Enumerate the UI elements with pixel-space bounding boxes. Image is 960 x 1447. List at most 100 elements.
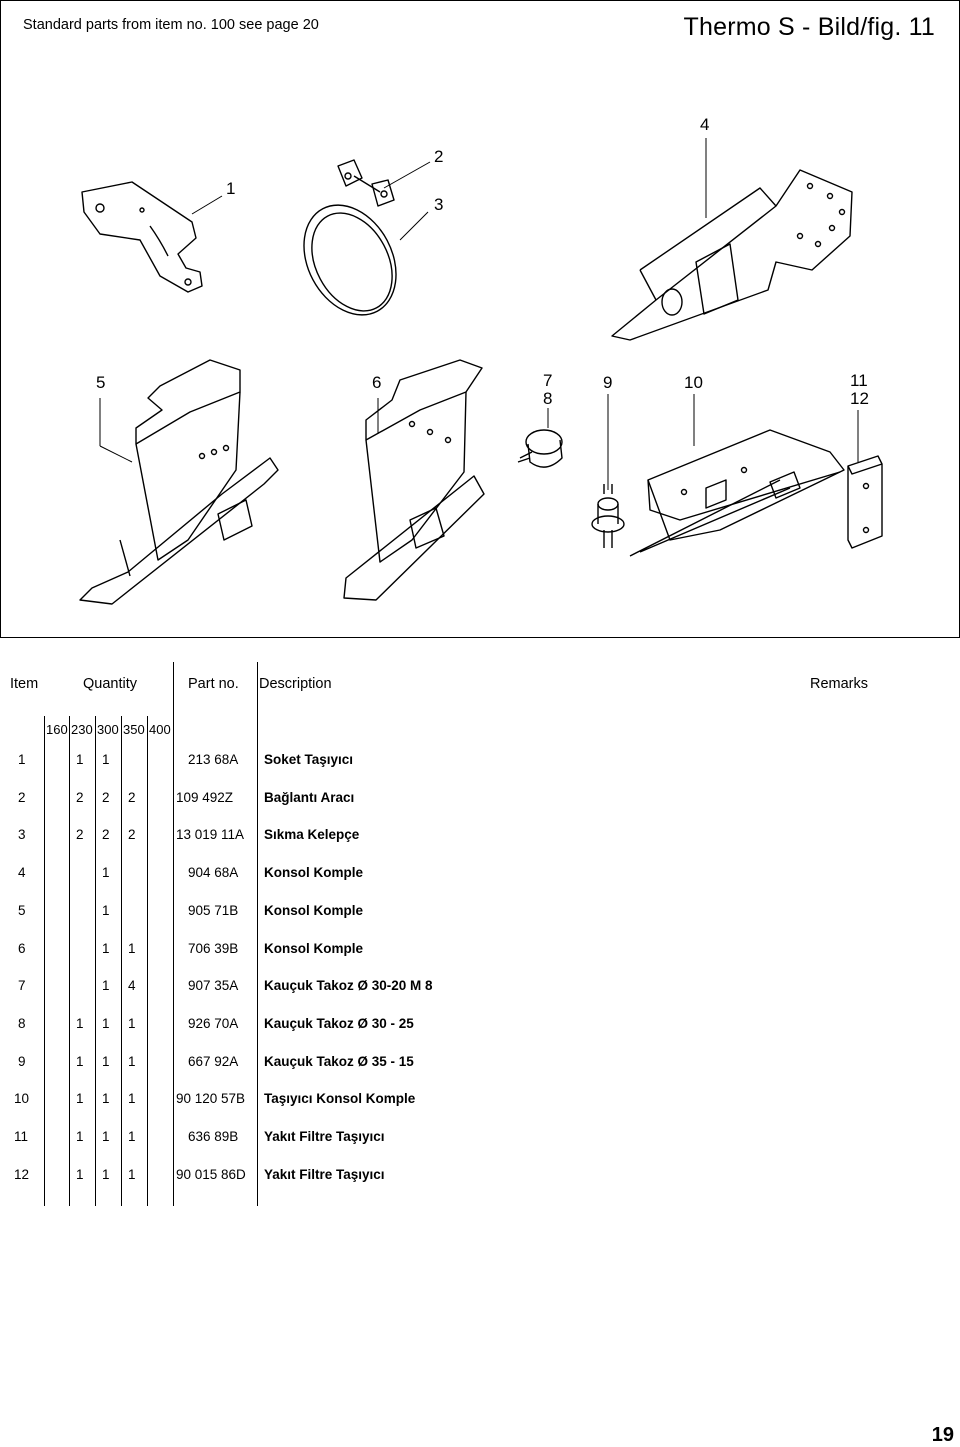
quantity-cell: 2 bbox=[76, 789, 84, 805]
quantity-cell: 2 bbox=[76, 827, 84, 843]
quantity-cell: 1 bbox=[102, 902, 110, 918]
quantity-cell: 1 bbox=[128, 1015, 136, 1031]
item-header: Item bbox=[10, 676, 39, 692]
item-number: 11 bbox=[14, 1129, 29, 1144]
description: Konsol Komple bbox=[264, 865, 364, 881]
quantity-header: Quantity bbox=[83, 676, 137, 692]
item-number: 7 bbox=[18, 978, 26, 994]
callout-4: 4 bbox=[700, 115, 709, 134]
part-1-socket-carrier bbox=[81, 181, 203, 293]
callout-12: 12 bbox=[850, 389, 869, 408]
part-number: 90 120 57B bbox=[176, 1091, 246, 1107]
part-number: 907 35A bbox=[188, 978, 239, 994]
item-number: 3 bbox=[18, 827, 26, 843]
quantity-cell: 1 bbox=[102, 940, 110, 956]
callout-9: 9 bbox=[603, 373, 612, 392]
description: Yakıt Filtre Taşıyıcı bbox=[264, 1166, 385, 1182]
callout-6: 6 bbox=[372, 373, 381, 392]
part-7-rubber-mount bbox=[517, 429, 563, 468]
description: Kauçuk Takoz Ø 30-20 M 8 bbox=[264, 978, 433, 994]
table-row: 12 1 1 1 90 015 86D Yakıt Filtre Taşıyıcı bbox=[0, 1153, 958, 1191]
description: Bağlantı Aracı bbox=[264, 789, 355, 805]
description-header: Description bbox=[259, 676, 332, 692]
figure-frame: Standard parts from item no. 100 see pag… bbox=[0, 0, 960, 638]
page-number: 19 bbox=[931, 1424, 954, 1446]
rule bbox=[147, 716, 148, 1206]
quantity-cell: 1 bbox=[102, 1166, 110, 1182]
quantity-cell: 1 bbox=[76, 1166, 84, 1182]
exploded-parts-drawing: 1 2 3 4 5 6 7 8 9 10 11 12 bbox=[79, 115, 883, 605]
quantity-cell: 4 bbox=[128, 978, 136, 994]
quantity-cell: 1 bbox=[128, 1166, 136, 1182]
part-no-header: Part no. bbox=[188, 676, 239, 692]
callout-7: 7 bbox=[543, 371, 552, 390]
item-number: 2 bbox=[18, 789, 26, 805]
leader-lines bbox=[99, 138, 859, 490]
standard-parts-note: Standard parts from item no. 100 see pag… bbox=[23, 17, 319, 33]
quantity-cell: 1 bbox=[102, 865, 110, 881]
quantity-cell: 1 bbox=[128, 1053, 136, 1069]
quantity-cell: 2 bbox=[102, 789, 110, 805]
quantity-cell: 1 bbox=[128, 1129, 136, 1144]
description: Kauçuk Takoz Ø 30 - 25 bbox=[264, 1015, 414, 1031]
part-5-console bbox=[79, 359, 279, 605]
description: Konsol Komple bbox=[264, 940, 364, 956]
description: Konsol Komple bbox=[264, 902, 364, 918]
quantity-cell: 1 bbox=[102, 1015, 110, 1031]
quantity-cell: 2 bbox=[128, 789, 136, 805]
item-number: 8 bbox=[18, 1015, 26, 1031]
part-4-console bbox=[611, 169, 853, 341]
part-9-rubber-mount bbox=[591, 484, 625, 548]
qty-col-350: 350 bbox=[123, 722, 145, 737]
callout-2: 2 bbox=[434, 147, 443, 166]
description: Kauçuk Takoz Ø 35 - 15 bbox=[264, 1053, 414, 1069]
item-number: 4 bbox=[18, 865, 26, 881]
part-number: 904 68A bbox=[188, 865, 239, 881]
rule bbox=[121, 716, 122, 1206]
table-row: 2 2 2 2 109 492Z Bağlantı Aracı bbox=[0, 776, 958, 814]
rule bbox=[257, 662, 258, 1206]
item-number: 9 bbox=[18, 1053, 26, 1069]
item-number: 12 bbox=[14, 1166, 30, 1182]
quantity-cell: 1 bbox=[102, 752, 110, 767]
callout-10: 10 bbox=[684, 373, 703, 392]
quantity-cell: 1 bbox=[128, 940, 136, 956]
part-number: 636 89B bbox=[188, 1129, 239, 1144]
quantity-cell: 1 bbox=[76, 1091, 84, 1107]
part-3-clamp bbox=[303, 159, 397, 316]
rule bbox=[173, 662, 174, 1206]
part-number: 213 68A bbox=[188, 752, 239, 767]
item-number: 1 bbox=[18, 752, 26, 767]
part-number: 905 71B bbox=[188, 902, 239, 918]
qty-col-300: 300 bbox=[97, 722, 119, 737]
part-number: 13 019 11A bbox=[176, 827, 245, 843]
quantity-cell: 1 bbox=[102, 978, 110, 994]
callout-8: 8 bbox=[543, 389, 552, 408]
rule bbox=[95, 716, 96, 1206]
part-6-console bbox=[343, 359, 485, 601]
quantity-cell: 1 bbox=[102, 1091, 110, 1107]
item-number: 10 bbox=[14, 1091, 30, 1107]
quantity-cell: 1 bbox=[76, 1129, 84, 1144]
quantity-cell: 1 bbox=[76, 752, 84, 767]
quantity-cell: 2 bbox=[102, 827, 110, 843]
rule bbox=[69, 716, 70, 1206]
remarks-header: Remarks bbox=[810, 676, 869, 692]
quantity-cell: 2 bbox=[128, 827, 136, 843]
part-number: 109 492Z bbox=[176, 789, 234, 805]
description: Yakıt Filtre Taşıyıcı bbox=[264, 1129, 385, 1144]
quantity-cell: 1 bbox=[128, 1091, 136, 1107]
rule bbox=[44, 716, 45, 1206]
qty-col-230: 230 bbox=[71, 722, 93, 737]
part-number: 90 015 86D bbox=[176, 1166, 246, 1182]
part-11-filter-carrier bbox=[847, 455, 883, 549]
quantity-cell: 1 bbox=[76, 1015, 84, 1031]
callout-numbers: 1 2 3 4 5 6 7 8 9 10 11 12 bbox=[96, 115, 869, 408]
quantity-cell: 1 bbox=[76, 1053, 84, 1069]
